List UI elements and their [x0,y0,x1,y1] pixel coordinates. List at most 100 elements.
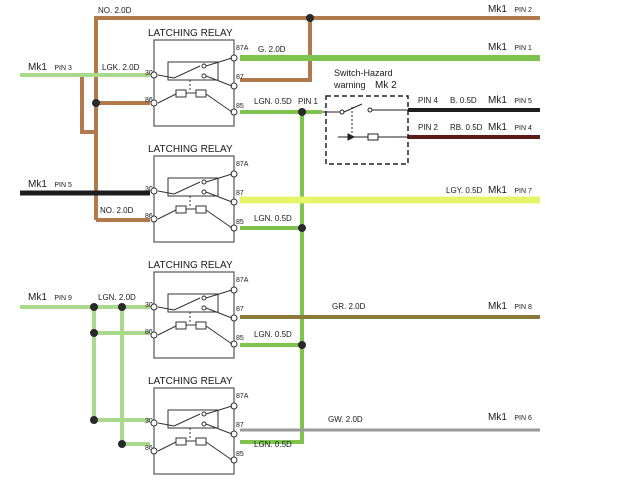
conn-right-pin6: Mk1 PIN 6 [488,407,532,424]
conn-left-pin5: Mk1 PIN 5 [28,174,72,191]
relay-terminal-85: 85 [236,335,244,342]
wire-brown-r1-30-vert [80,75,96,134]
junction-lgn-r1 [298,108,306,116]
conn-right-pin8: Mk1 PIN 8 [488,296,532,313]
junction-r4-a [90,416,98,424]
relay-terminal-point [150,187,158,195]
junction-r3-a [90,303,98,311]
switch-hazard-warning: Switch-Hazard warning Mk 2 [322,68,409,165]
relay-terminal-point [150,215,158,223]
label-lgn-05d-1: LGN. 0.5D [254,97,292,106]
junction-r3-b [118,303,126,311]
label-g-20d: G. 2.0D [258,45,286,54]
relay-box [153,155,235,243]
relay-title: LATCHING RELAY [148,376,233,387]
relay-terminal-87: 87 [236,190,244,197]
junction-r3-c [90,329,98,337]
conn-right-pin5: Mk1 PIN 5 [488,90,532,107]
relay-terminal-30: 30 [145,186,153,193]
relay-terminal-86: 86 [145,97,153,104]
relay-title: LATCHING RELAY [148,144,233,155]
relay-terminal-30: 30 [145,70,153,77]
relay-terminal-point [230,456,238,464]
conn-right-pin4: Mk1 PIN 4 [488,117,532,134]
label-gr-20d: GR. 2.0D [332,302,366,311]
relay-terminal-87: 87 [236,422,244,429]
switch-dashed-box [325,95,409,165]
relay-terminal-85: 85 [236,103,244,110]
wire-no-top-brown [94,16,540,220]
relay-terminal-point [230,108,238,116]
relay-terminal-87: 87 [236,306,244,313]
label-no-top: NO. 2.0D [98,6,132,15]
relay-terminal-87a: 87A [236,45,249,52]
relay-terminal-87a: 87A [236,277,249,284]
relay-terminal-point [150,71,158,79]
relay-terminal-point [150,331,158,339]
label-pin4: PIN 4 [418,96,439,105]
label-lgy-05d: LGY. 0.5D [446,186,483,195]
wire-no-top-drop [240,18,312,82]
relay-box [153,387,235,475]
label-lgn-05d-3: LGN. 0.5D [254,330,292,339]
relay-title: LATCHING RELAY [148,260,233,271]
label-pin1: PIN 1 [298,97,319,106]
junctions [90,14,314,448]
relay-terminal-87: 87 [236,74,244,81]
relay-terminal-30: 30 [145,418,153,425]
relay-terminal-point [150,99,158,107]
relay-terminal-87a: 87A [236,161,249,168]
switch-ref: Mk 2 [375,80,397,91]
relay-terminal-86: 86 [145,329,153,336]
label-lgk-20d: LGK. 2.0D [102,63,140,72]
junction-top [306,14,314,22]
relay-terminal-point [150,447,158,455]
label-pin4-b05d: B. 0.5D [450,96,477,105]
relay-box [153,271,235,359]
relay-title: LATCHING RELAY [148,28,233,39]
junction-lgn-r2 [298,224,306,232]
relay-internal-switch [157,173,233,229]
relay-terminal-point [230,224,238,232]
wire-lgn-r4-85 [240,440,304,444]
conn-right-pin1: Mk1 PIN 1 [488,37,532,54]
relay-terminal-point [150,419,158,427]
relay-internal-switch [157,289,233,345]
relay-terminal-point [230,340,238,348]
relay-terminal-point [150,303,158,311]
relay-terminal-30: 30 [145,302,153,309]
label-pin2: PIN 2 [418,123,439,132]
wire-labels: NO. 2.0D G. 2.0D LGK. 2.0D LGN. 0.5D PIN… [98,6,483,449]
relay-internal-switch [157,405,233,461]
relay-internal-switch [157,57,233,113]
relay-terminal-87a: 87A [236,393,249,400]
connector-labels: Mk1 PIN 2 Mk1 PIN 1 Mk1 PIN 5 Mk1 PIN 4 … [28,0,532,424]
junction-lgn-r3 [298,341,306,349]
switch-subtitle: warning [333,80,366,90]
label-pin2-rb05d: RB. 0.5D [450,123,483,132]
relay-terminal-86: 86 [145,445,153,452]
switch-title: Switch-Hazard [334,68,393,78]
conn-right-pin2-top: Mk1 PIN 2 [488,0,532,16]
junction-r4-b [118,440,126,448]
label-gw-20d: GW. 2.0D [328,415,363,424]
relay-terminal-85: 85 [236,451,244,458]
label-lgn-20d: LGN. 2.0D [98,293,136,302]
label-lgn-05d-2: LGN. 0.5D [254,214,292,223]
conn-left-pin3: Mk1 PIN 3 [28,57,72,74]
junction-brown-86 [92,99,100,107]
conn-left-pin9: Mk1 PIN 9 [28,287,72,304]
label-no-r2: NO. 2.0D [100,206,134,215]
relay-box [153,39,235,127]
conn-right-pin7: Mk1 PIN 7 [488,180,532,197]
label-lgn-05d-4: LGN. 0.5D [254,440,292,449]
wires [20,16,540,446]
switch-contact [322,103,408,141]
